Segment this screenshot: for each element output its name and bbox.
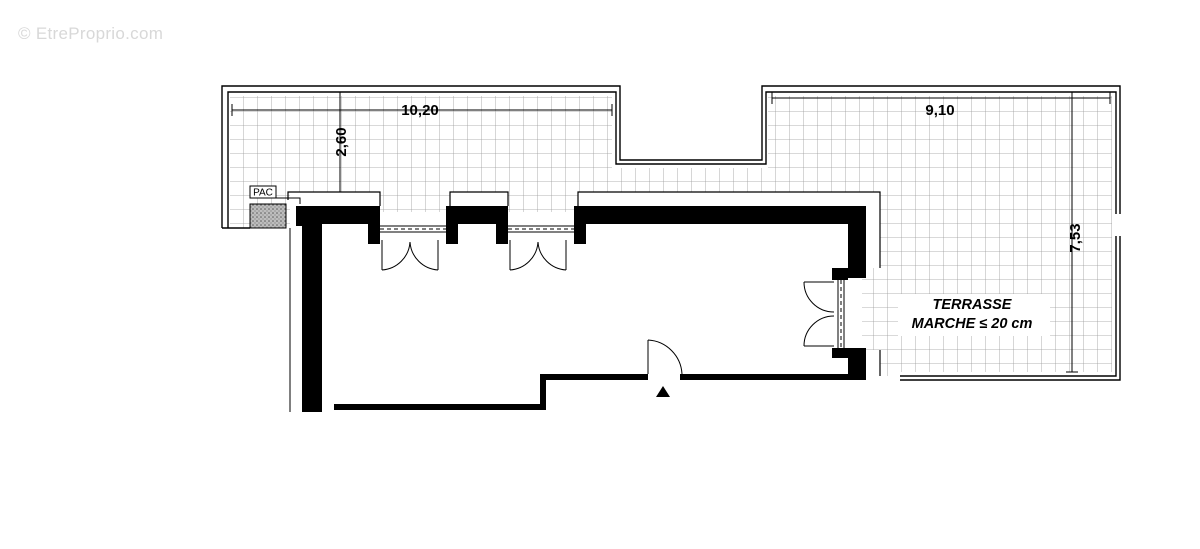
openings: [380, 225, 845, 348]
pac-label: PAC: [253, 188, 273, 199]
french-door-2: [509, 240, 567, 271]
french-door-3: [803, 281, 835, 347]
terrace-label-title: TERRASSE: [933, 297, 1013, 313]
entrance-arrow-icon: [656, 386, 670, 397]
walls: [296, 206, 866, 412]
terrace-tiles: [230, 96, 1112, 376]
terrace-label-step: MARCHE ≤ 20 cm: [912, 316, 1033, 332]
dimension-top-right: 9,10: [925, 102, 954, 119]
terrace-inner-edge: [287, 191, 881, 376]
entrance-door: [647, 339, 683, 375]
french-door-1: [381, 240, 439, 271]
terrace-railing: [221, 85, 1121, 381]
dimension-top-left: 10,20: [401, 102, 439, 119]
terrace-label-bg: [898, 294, 1050, 336]
pac-unit: PAC: [249, 185, 301, 229]
dimension-lines: [231, 91, 1111, 373]
dimension-terrace-height: 7,53: [1067, 223, 1084, 252]
watermark: © EtreProprio.com: [18, 24, 164, 43]
dimension-terrace-depth: 2,60: [333, 127, 350, 156]
